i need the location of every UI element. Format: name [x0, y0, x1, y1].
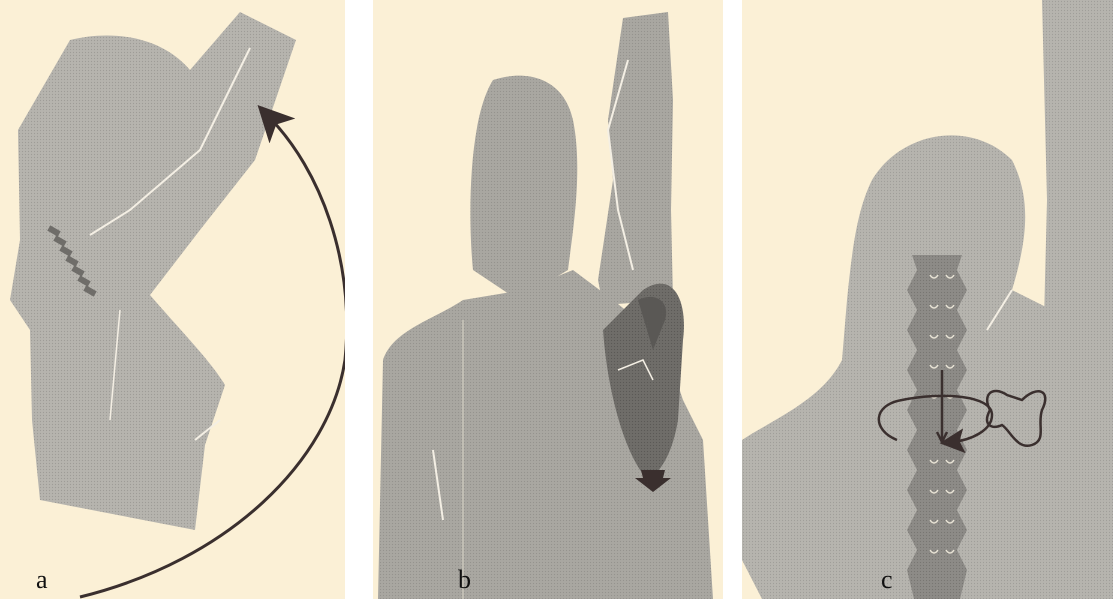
panel-label-c: c	[881, 567, 893, 593]
panel-a: a	[0, 0, 345, 599]
panel-label-b: b	[458, 567, 471, 593]
panel-b: b	[373, 0, 723, 599]
panel-label-a: a	[36, 567, 48, 593]
panel-c: c	[742, 0, 1113, 599]
panel-b-illustration	[373, 0, 723, 599]
panel-c-illustration	[742, 0, 1113, 599]
spine	[907, 255, 967, 599]
panel-a-illustration	[0, 0, 345, 599]
body-silhouette-a	[10, 12, 296, 530]
